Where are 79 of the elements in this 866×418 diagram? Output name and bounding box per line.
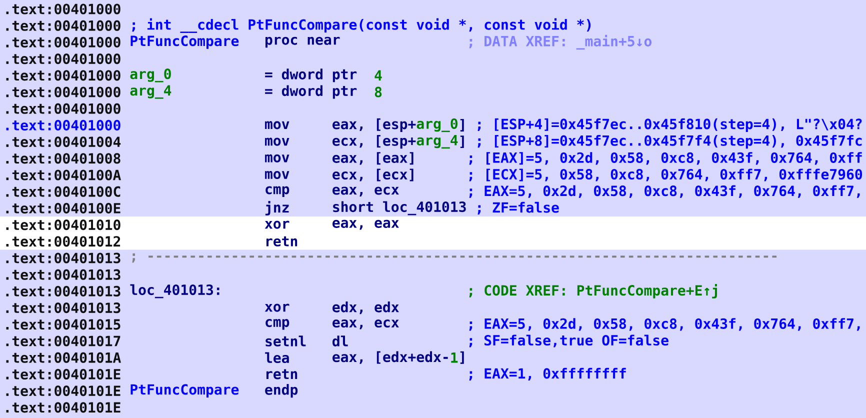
address-text: .text:0040100C <box>6 186 120 197</box>
address-text: .text:00401013 <box>6 302 120 314</box>
instruction-text: mov <box>265 170 290 180</box>
address-text: .text:00401013 <box>6 252 120 264</box>
address-text: .text:0040101A <box>6 352 121 363</box>
address-text: .text:00401012 <box>6 236 120 247</box>
address-text: .text:0040101E <box>6 368 120 380</box>
operand-text: 1 <box>451 352 458 363</box>
operand-text: 4 <box>374 70 382 80</box>
operand-text: eax, ecx <box>332 186 399 196</box>
address-text: .text:00401000 <box>6 120 120 130</box>
address-text: .text:00401000 <box>6 103 120 114</box>
address-text: .text:0040101E <box>6 386 120 396</box>
address-text: .text:0040100E <box>6 202 120 214</box>
instruction-text: jnz <box>265 201 289 216</box>
operand-text: ] <box>460 136 464 148</box>
operand-text: eax, [edx+edx- <box>332 351 448 364</box>
code-comment: ; [ESP+8]=0x45f7ec..0x45f7f4(step=4), 0x45f7fc <box>478 135 862 149</box>
operand-text: arg_0 <box>130 68 171 82</box>
instruction-text: cmp <box>266 319 290 330</box>
code-comment: ; EAX=5, 0x2d, 0x58, 0xc8, 0x43f, 0x764, 0xff7, <box>469 185 860 198</box>
address-text: .text:00401000 <box>6 54 120 64</box>
code-comment: ; [ESP+4]=0x45f7ec..0x45f810(step=4), L"?\x04? <box>478 118 862 132</box>
operand-text: dl <box>332 336 348 346</box>
address-text: .text:00401010 <box>6 220 120 230</box>
instruction-text: xor <box>264 220 290 229</box>
instruction-text: xor <box>264 304 290 312</box>
operand-text: arg_4 <box>130 85 172 99</box>
instruction-text: retn <box>266 369 298 380</box>
instruction-text: endp <box>265 384 298 398</box>
instruction-text: cmp <box>266 186 290 197</box>
address-text: .text:00401004 <box>6 136 121 148</box>
code-comment: ; EAX=1, 0xffffffff <box>469 368 626 380</box>
address-text: .text:00401000 <box>6 86 120 98</box>
code-comment: ; ZF=false <box>478 202 559 214</box>
address-text: .text:00401008 <box>6 153 120 164</box>
operand-text: eax, [esp+ <box>332 118 416 132</box>
separator-comment: ; --------------------------------------------------------------------------- <box>132 253 777 263</box>
operand-text: edx, edx <box>332 302 399 314</box>
code-comment: ; [ECX]=5, 0x58, 0xc8, 0x764, 0xff7, 0xfffe7960 <box>469 168 862 182</box>
operand-text: eax, ecx <box>332 320 399 330</box>
code-label: PtFuncCompare <box>130 384 239 398</box>
address-text: .text:00401017 <box>6 336 120 346</box>
instruction-text: = dword ptr <box>265 68 357 82</box>
address-text: .text:00401000 <box>6 70 120 81</box>
operand-text: arg_4 <box>416 135 458 149</box>
code-comment: ; EAX=5, 0x2d, 0x58, 0xc8, 0x43f, 0x764, 0xff7, <box>469 318 860 331</box>
instruction-text: mov <box>265 154 290 162</box>
instruction-text: setnl <box>266 336 306 346</box>
operand-text: 8 <box>374 86 382 98</box>
address-text: .text:00401000 <box>6 20 120 31</box>
address-text: .text:00401015 <box>6 319 120 330</box>
address-text: .text:00401000 <box>6 4 120 14</box>
instruction-text: proc near <box>266 36 340 48</box>
operand-text: ecx, [esp+ <box>332 135 416 149</box>
code-label: PtFuncCompare <box>130 36 239 49</box>
code-comment: ; SF=false,true OF=false <box>469 334 668 348</box>
address-text: .text:00401000 <box>6 36 120 48</box>
instruction-text: mov <box>265 138 290 146</box>
code-comment: ; [EAX]=5, 0x2d, 0x58, 0xc8, 0x43f, 0x764, 0xff <box>469 152 862 165</box>
operand-text: arg_0 <box>416 118 458 132</box>
address-text: .text:00401013 <box>6 286 120 296</box>
code-label: loc_401013: <box>130 284 220 298</box>
operand-text: ] <box>460 118 464 132</box>
address-text: .text:0040100A <box>6 170 121 180</box>
operand-text: eax, [eax] <box>332 152 414 165</box>
code-comment: ; CODE XREF: PtFuncCompare+E↑j <box>469 284 717 298</box>
code-comment: ; DATA XREF: _main+5↓o <box>469 34 652 50</box>
address-text: .text:0040101E <box>6 402 120 413</box>
address-text: .text:00401013 <box>6 269 120 280</box>
instruction-text: = dword ptr <box>265 85 357 99</box>
operand-text: short loc_401013 <box>333 201 466 216</box>
instruction-text: retn <box>266 236 298 246</box>
instruction-text: lea <box>265 352 289 364</box>
operand-text: eax, eax <box>332 220 399 230</box>
instruction-text: mov <box>265 121 290 130</box>
operand-text: ] <box>460 351 464 364</box>
code-label: ; int __cdecl PtFuncCompare(const void *, const void *) <box>132 18 591 33</box>
operand-text: ecx, [ecx] <box>332 168 414 182</box>
